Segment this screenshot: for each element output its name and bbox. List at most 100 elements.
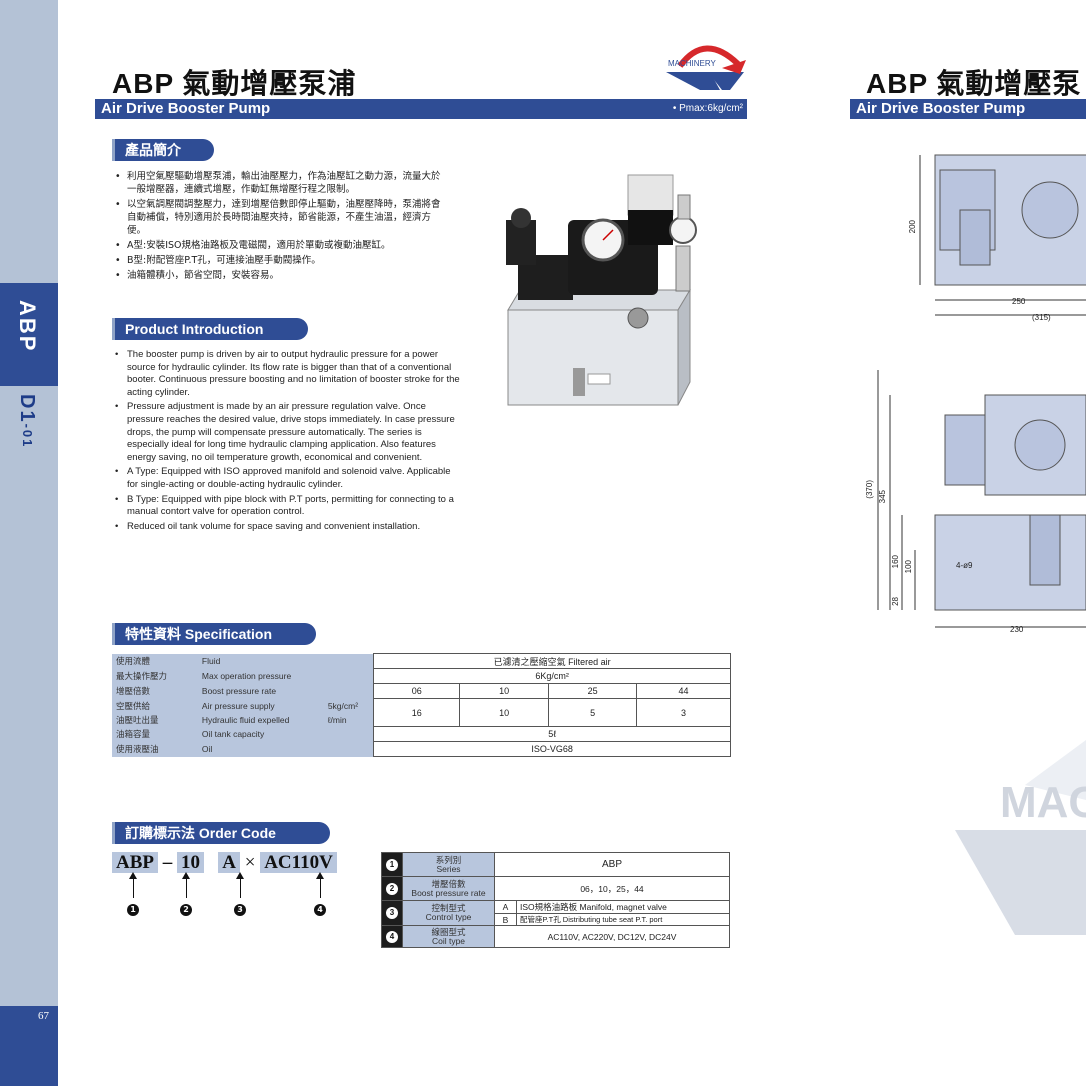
control-code-b: B (494, 913, 517, 926)
row-label-zh: 使用流體 (112, 653, 198, 669)
list-item: Reduced oil tank volume for space saving… (115, 521, 463, 534)
page-number-block (0, 1006, 58, 1086)
label-en: Coil type (431, 935, 466, 946)
dim-28: 28 (891, 597, 900, 606)
intro-en-list: The booster pump is driven by air to out… (113, 349, 463, 535)
row-label-en: Oil tank capacity (197, 726, 324, 742)
row-label-zh: 增壓倍數 (112, 683, 198, 699)
row-number: 2 (381, 876, 403, 901)
order-heading: 訂購標示法 Order Code (112, 822, 330, 844)
right-page-title: ABP 氣動增壓泵 (866, 68, 1082, 99)
control-code-a: A (494, 900, 517, 914)
side-band (0, 0, 58, 1086)
marker-3: 3 (234, 904, 246, 916)
oil-value: ISO-VG68 (373, 741, 731, 757)
dim-160: 160 (891, 555, 900, 569)
logo-text: MACHINERY (668, 59, 716, 68)
label-zh: 線圈型式 (431, 926, 466, 937)
table-row: B 配管座P.T孔 Distributing tube seat P.T. po… (382, 913, 730, 926)
code-rate: 10 (177, 852, 204, 873)
row-unit (323, 683, 374, 699)
row-label-en: Hydraulic fluid expelled (197, 712, 324, 727)
section-sub: -01 (20, 423, 35, 449)
row-number: 3 (381, 900, 403, 926)
right-page-subtitle: Air Drive Booster Pump (856, 100, 1026, 117)
label-zh: 增壓倍數 (431, 878, 466, 889)
product-photo (478, 160, 718, 410)
row-label-zh: 油箱容量 (112, 726, 198, 742)
row-label-en: Max operation pressure (197, 668, 324, 684)
page-subtitle: Air Drive Booster Pump (101, 100, 271, 117)
list-item: A型:安裝ISO規格油路板及電磁閥，適用於單動或複動油壓缸。 (115, 239, 448, 252)
list-item: B型:附配管座P.T孔，可連接油壓手動閥操作。 (115, 254, 448, 267)
list-item: Pressure adjustment is made by an air pr… (115, 401, 463, 464)
marker-1: 1 (127, 904, 139, 916)
list-item: B Type: Equipped with pipe block with P.… (115, 494, 463, 519)
flow-cell: 16 (373, 698, 461, 727)
rate-cell: 06 (373, 683, 461, 699)
row-number: 4 (381, 925, 403, 948)
marker-4: 4 (314, 904, 326, 916)
section-main: D1 (16, 394, 38, 424)
dim-370: (370) (865, 480, 874, 499)
arrow-3 (236, 872, 244, 898)
list-item: 利用空氣壓驅動增壓泵浦，輸出油壓壓力，作為油壓缸之動力源，流量大於一般增壓器，連… (115, 170, 448, 196)
row-unit (323, 653, 374, 669)
company-logo: MACHINERY (660, 38, 750, 93)
rate-cell: 25 (548, 683, 638, 699)
arrow-4 (316, 872, 324, 898)
right-subtitle-bar: Air Drive Booster Pump (850, 99, 1086, 119)
row-unit: 5kg/cm² (323, 698, 374, 713)
side-tab (0, 283, 58, 386)
row-label-zh: 空壓供給 (112, 698, 198, 713)
row-label-zh: 油壓吐出量 (112, 712, 198, 727)
row-unit (323, 741, 374, 757)
dim-height: 200 (908, 220, 917, 234)
dim-100: 100 (904, 560, 913, 574)
dim-230: 230 (1010, 625, 1024, 634)
row-unit: ℓ/min (323, 712, 374, 727)
intro-zh-heading: 產品簡介 (112, 139, 214, 161)
page-title: ABP 氣動增壓泵浦 (112, 68, 357, 99)
arrow-2 (182, 872, 190, 898)
dim-hole: 4-ø9 (956, 561, 973, 570)
row-label-en: Fluid (197, 653, 324, 669)
subtitle-bar: Air Drive Booster Pump • Pmax:6kg/cm² (95, 99, 747, 119)
dim-width-overall: (315) (1032, 313, 1051, 322)
coil-value: AC110V, AC220V, DC12V, DC24V (494, 925, 730, 948)
control-b-value: 配管座P.T孔 Distributing tube seat P.T. port (516, 913, 730, 926)
list-item: 油箱體積小，節省空間，安裝容易。 (115, 269, 448, 282)
row-label-en: Boost pressure rate (197, 683, 324, 699)
list-item: The booster pump is driven by air to out… (115, 349, 463, 399)
intro-zh-list: 利用空氣壓驅動增壓泵浦，輸出油壓壓力，作為油壓缸之動力源，流量大於一般增壓器，連… (113, 170, 448, 284)
control-a-value: ISO規格油路板 Manifold, magnet valve (516, 900, 730, 914)
dim-width: 250 (1012, 297, 1026, 306)
code-times: × (244, 852, 256, 873)
flow-cell: 5 (548, 698, 638, 727)
tank-value: 5ℓ (373, 726, 731, 742)
watermark-text: MAC (1000, 778, 1086, 827)
intro-en-heading: Product Introduction (112, 318, 308, 340)
flow-cell: 3 (636, 698, 731, 727)
series-value: ABP (494, 852, 730, 877)
row-number: 1 (381, 852, 403, 877)
label-zh: 系列別 (435, 854, 462, 865)
list-item: 以空氣調壓閥調整壓力，達到增壓倍數即停止驅動，油壓壓降時，泵浦將會自動補償，特別… (115, 198, 448, 237)
list-item: A Type: Equipped with ISO approved manif… (115, 466, 463, 491)
rate-cell: 44 (636, 683, 731, 699)
spec-heading: 特性資料 Specification (112, 623, 316, 645)
number-badge: 2 (386, 882, 398, 895)
